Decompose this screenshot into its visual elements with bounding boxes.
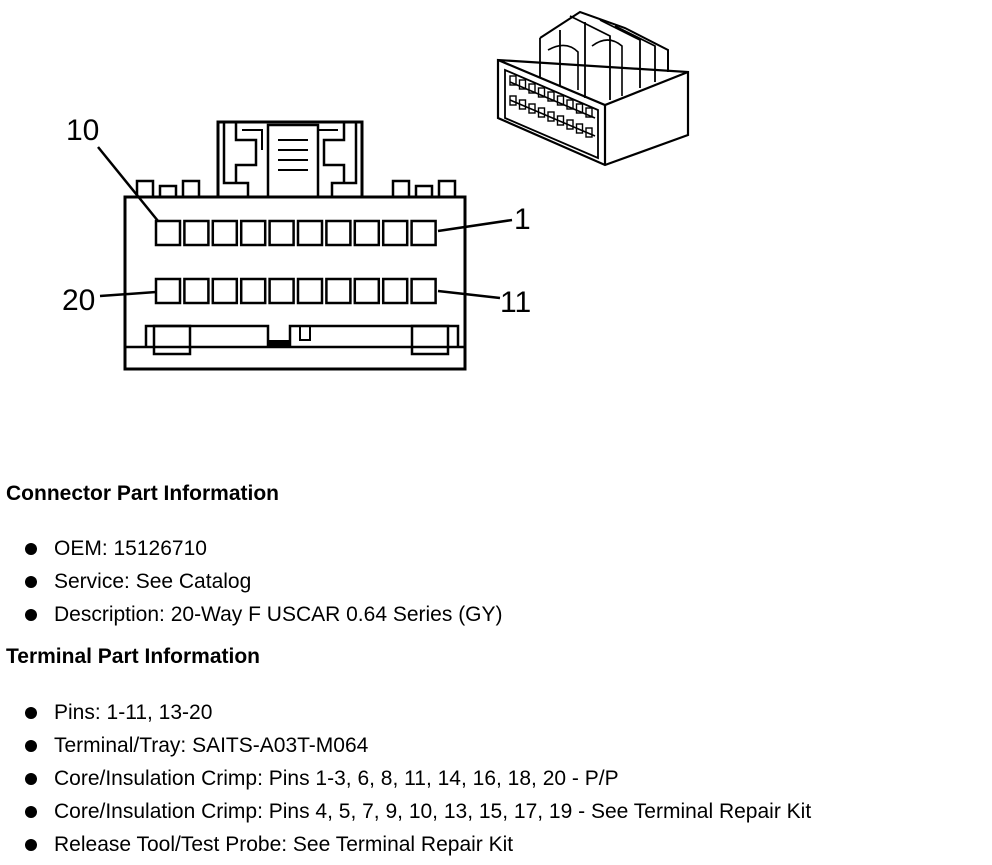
iso-pin-opening	[566, 119, 574, 130]
pin-cavity	[410, 219, 437, 247]
pin-cavity	[268, 219, 295, 247]
connector-isometric-view	[496, 10, 690, 167]
pin-cavity	[268, 277, 295, 305]
terminal-part-info-heading: Terminal Part Information	[6, 645, 260, 668]
pin-cavity	[154, 277, 182, 305]
pin-cavity	[381, 277, 409, 305]
pin-cavity	[154, 219, 182, 247]
iso-pin-opening	[528, 103, 536, 114]
iso-pin-opening	[518, 79, 527, 90]
iso-pin-opening	[537, 87, 546, 98]
callout-pin-20: 20	[62, 284, 95, 317]
bullet-item: Pins: 1-11, 13-20	[0, 700, 811, 733]
pin-cavity	[296, 277, 324, 305]
iso-pin-opening	[547, 91, 555, 102]
bullet-item: OEM: 15126710	[0, 536, 503, 569]
bullet-item: Service: See Catalog	[0, 569, 503, 602]
pin-cavity	[183, 219, 210, 247]
bullet-item: Description: 20-Way F USCAR 0.64 Series …	[0, 602, 503, 635]
pin-row-top	[154, 219, 437, 247]
pin-cavity	[353, 277, 381, 305]
callout-pin-1: 1	[514, 203, 531, 236]
iso-pin-opening	[575, 103, 584, 114]
leader-20	[99, 290, 157, 298]
iso-pin-opening	[518, 99, 527, 110]
iso-pin-opening	[528, 83, 536, 94]
pin-cavity	[239, 219, 267, 247]
leader-1	[437, 218, 513, 233]
connector-diagram: 10 1 20 11	[62, 10, 690, 371]
callout-pin-11: 11	[500, 286, 531, 319]
leader-11	[437, 289, 501, 300]
pin-cavity	[410, 277, 437, 305]
bullet-item: Terminal/Tray: SAITS-A03T-M064	[0, 733, 811, 766]
iso-pin-opening	[537, 107, 546, 118]
pin-cavity	[183, 277, 210, 305]
iso-pin-opening	[509, 75, 517, 86]
iso-pin-opening	[547, 111, 555, 122]
iso-pin-opening	[566, 99, 574, 110]
connector-housing	[123, 195, 467, 371]
bullet-item: Core/Insulation Crimp: Pins 4, 5, 7, 9, …	[0, 799, 811, 832]
latch-tower	[216, 120, 364, 197]
iso-pin-opening	[585, 127, 593, 138]
lower-keyway	[144, 324, 460, 347]
pin-cavity	[325, 219, 352, 247]
iso-pin-opening	[556, 95, 565, 106]
iso-pin-opening	[556, 115, 565, 126]
iso-pin-opening	[575, 123, 584, 134]
iso-pin-opening	[585, 107, 593, 118]
pin-cavity	[211, 219, 239, 247]
pin-cavity	[325, 277, 352, 305]
pin-cavity	[353, 219, 381, 247]
pin-cavity	[211, 277, 239, 305]
pin-cavity	[296, 219, 324, 247]
callout-pin-10: 10	[66, 114, 99, 147]
bullet-item: Release Tool/Test Probe: See Terminal Re…	[0, 832, 811, 865]
connector-part-info-heading: Connector Part Information	[6, 482, 280, 505]
leader-10	[97, 146, 159, 222]
pin-cavity	[239, 277, 267, 305]
bullet-item: Core/Insulation Crimp: Pins 1-3, 6, 8, 1…	[0, 766, 811, 799]
connector-face-view	[97, 120, 513, 371]
pin-row-bottom	[154, 277, 437, 305]
iso-pin-opening	[509, 95, 517, 106]
pin-cavity	[381, 219, 409, 247]
